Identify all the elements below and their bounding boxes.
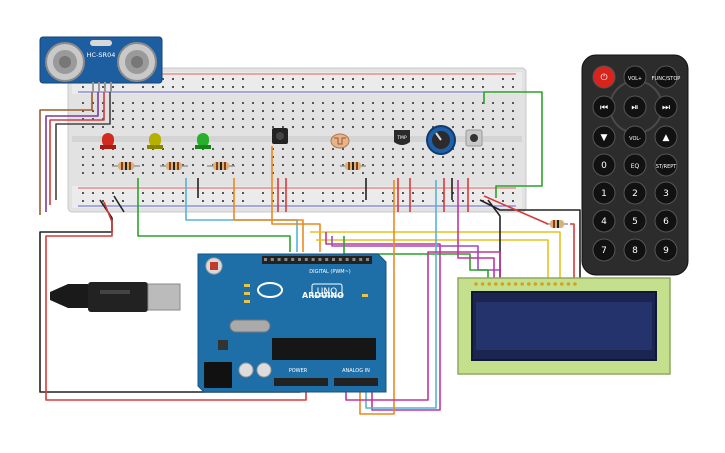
pushbutton [465,129,483,147]
remote-button-five[interactable]: 5 [623,209,647,233]
remote-button-label: ⏮ [600,103,608,113]
remote-button-st-rept[interactable]: ST/REPT [654,153,678,177]
lcd-pin [513,282,518,286]
ir-receiver [272,128,288,144]
temp-sensor-label: TMP [396,135,407,141]
ir-remote: ⏻ VOL+ FUNC/STOP ⏮ ⏯ ⏭ ▼ VOL- ▲ 0 EQ ST/REPT 1 2 3 4 5 6 7… [581,54,689,276]
remote-button-nine[interactable]: 9 [654,238,678,262]
remote-button-eq[interactable]: EQ [623,153,647,177]
ultrasonic-sensor: HC-SR04 [39,36,163,92]
resistor [112,162,140,170]
wires [39,91,581,415]
analog-label: ANALOG IN [342,368,370,374]
remote-button-four[interactable]: 4 [592,209,616,233]
temperature-sensor: TMP [394,130,410,145]
remote-button-next[interactable]: ⏭ [654,95,678,119]
lcd-pin [487,282,492,286]
lcd-pin [527,282,531,286]
lcd-pin [553,282,557,286]
lcd-pin [560,282,564,286]
lcd-pin-header [474,282,577,286]
arduino-board: DIGITAL (PWM~) ARDUINO UNO POWER ANALOG … [50,253,387,393]
lcd-pin [474,282,478,286]
arduino-model-label: UNO [317,287,337,297]
resistor [207,162,235,170]
remote-button-label: VOL+ [628,76,642,82]
remote-button-three[interactable]: 3 [654,181,678,205]
yellow-led [147,133,163,149]
remote-button-seven[interactable]: 7 [592,238,616,262]
lcd-pin [540,282,544,286]
remote-button-label: 9 [663,246,669,256]
resistor [546,220,568,228]
red-led [100,133,116,149]
remote-button-label: ⏭ [662,103,670,113]
remote-button-label: 3 [663,189,669,199]
remote-button-down[interactable]: ▼ [592,125,616,149]
lcd-pin [500,282,505,286]
resistor [340,162,366,170]
remote-button-label: 7 [601,246,607,256]
lcd-pin [546,282,551,286]
remote-button-label: 6 [663,217,669,227]
remote-button-label: 8 [632,246,638,256]
remote-button-label: EQ [631,163,640,170]
remote-button-label: 1 [601,189,607,199]
remote-button-eight[interactable]: 8 [623,238,647,262]
digital-pins-label: DIGITAL (PWM~) [309,269,351,275]
remote-button-label: FUNC/STOP [652,76,681,82]
lcd-pin [573,282,577,286]
remote-button-grid: ⏻ VOL+ FUNC/STOP ⏮ ⏯ ⏭ ▼ VOL- ▲ 0 EQ ST/REPT 1 2 3 4 5 6 7… [592,65,681,262]
breadboard [67,67,527,213]
sensor-model-label: HC-SR04 [87,51,116,59]
lcd-pin [507,282,511,286]
remote-button-label: ⏻ [600,72,607,83]
remote-button-label: 4 [601,217,607,227]
remote-button-label: ⏯ [631,103,638,113]
green-led [195,133,211,149]
remote-button-label: ST/REPT [656,164,678,170]
remote-button-zero[interactable]: 0 [592,153,616,177]
remote-button-label: VOL- [629,136,641,142]
remote-button-six[interactable]: 6 [654,209,678,233]
lcd-pin [520,282,524,286]
remote-button-label: 0 [601,161,607,171]
remote-button-label: ▲ [663,133,670,143]
remote-button-vol-minus[interactable]: VOL- [623,125,647,149]
remote-button-label: 2 [632,189,638,199]
remote-button-one[interactable]: 1 [592,181,616,205]
lcd-pin [533,282,538,286]
remote-button-label: 5 [632,217,638,227]
lcd-pin [566,282,571,286]
remote-button-power[interactable]: ⏻ [592,65,616,89]
remote-button-vol-plus[interactable]: VOL+ [623,65,647,89]
lcd-pin [494,282,498,286]
resistor [160,162,188,170]
remote-button-play-pause[interactable]: ⏯ [623,95,647,119]
photoresistor [330,133,350,149]
potentiometer [426,125,456,155]
lcd-display [457,277,671,375]
remote-button-prev[interactable]: ⏮ [592,95,616,119]
remote-button-two[interactable]: 2 [623,181,647,205]
remote-button-label: ▼ [601,133,608,143]
lcd-pin [480,282,485,286]
remote-button-func-stop[interactable]: FUNC/STOP [652,65,681,89]
digital-header [264,258,369,261]
power-label: POWER [289,368,308,374]
remote-button-up[interactable]: ▲ [654,125,678,149]
